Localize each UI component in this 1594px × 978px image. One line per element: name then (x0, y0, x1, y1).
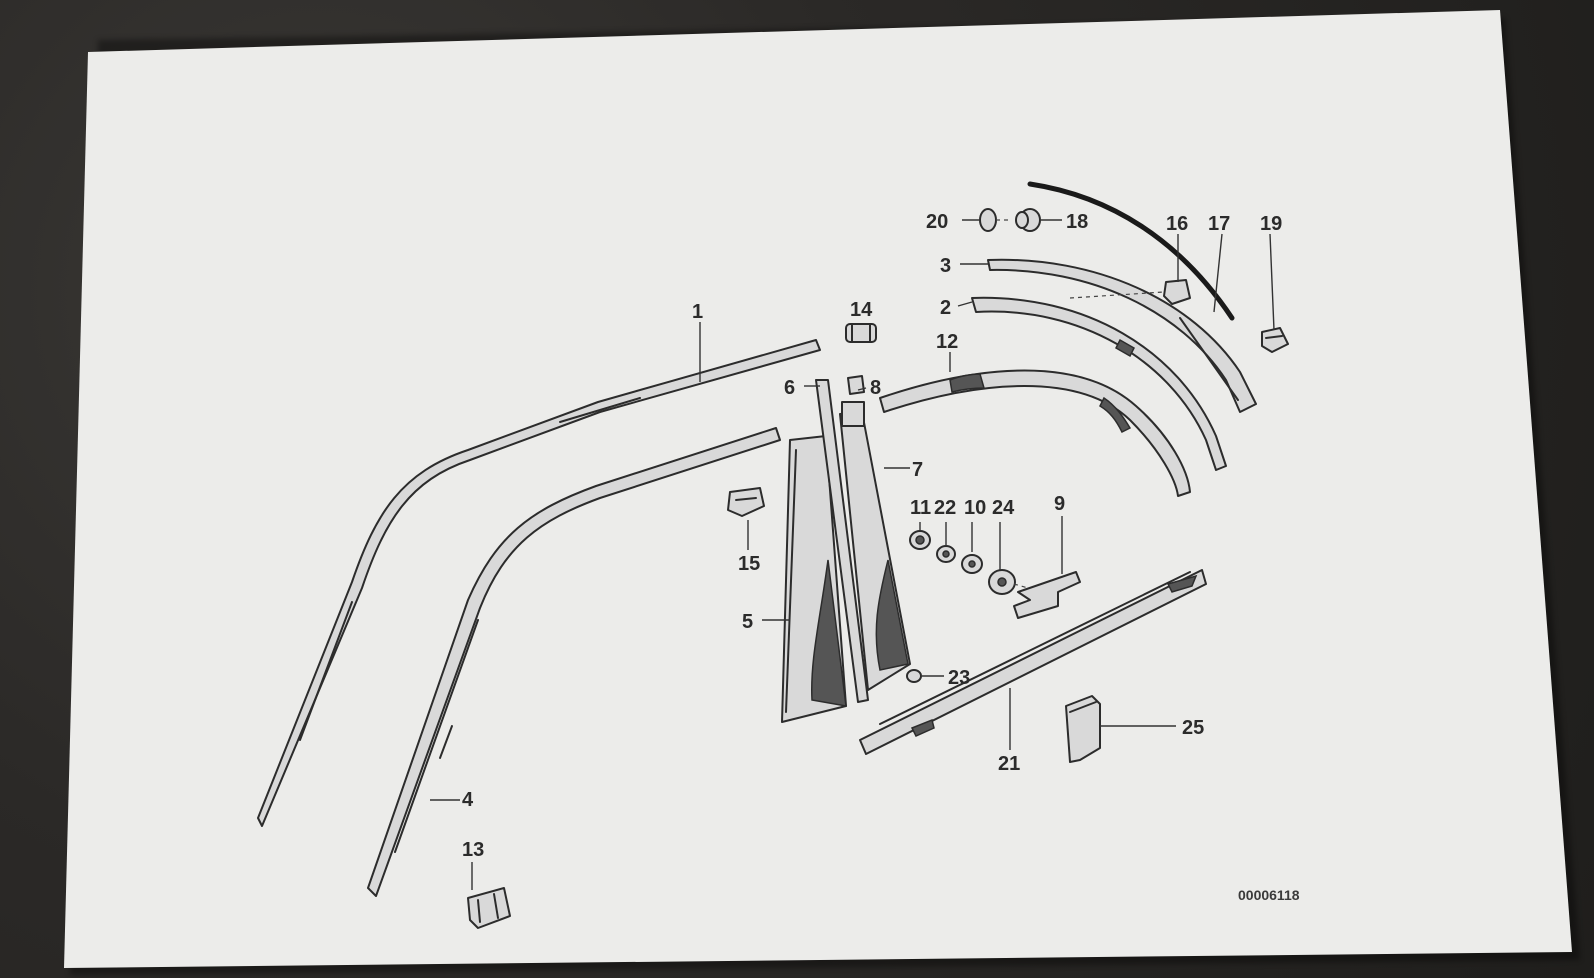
callout-3: 3 (940, 255, 951, 277)
part-25-end-cap (1065, 695, 1101, 763)
part-21-belt-trim (859, 569, 1207, 755)
part-11-bearing (909, 530, 931, 550)
part-17-seal (1027, 181, 1235, 321)
part-16-clip (1069, 279, 1191, 305)
callout-21: 21 (998, 753, 1020, 775)
callout-8: 8 (870, 377, 881, 399)
part-20-nut (979, 208, 997, 232)
callout-19: 19 (1260, 213, 1282, 235)
callout-7: 7 (912, 459, 923, 481)
part-19-screw (1261, 327, 1289, 353)
callout-9: 9 (1054, 493, 1065, 515)
callout-11: 11 (910, 497, 931, 519)
part-23-clip (906, 669, 922, 683)
callout-13: 13 (462, 839, 484, 861)
callout-25: 25 (1182, 717, 1204, 739)
part-15-clip (727, 487, 765, 517)
callout-15: 15 (738, 553, 760, 575)
callout-12: 12 (936, 331, 958, 353)
callout-6: 6 (784, 377, 795, 399)
part-14-clip (845, 323, 877, 343)
part-2-arch (971, 296, 1227, 471)
callout-14: 14 (850, 299, 873, 321)
callout-16: 16 (1166, 213, 1188, 235)
part-9-bracket (1013, 571, 1081, 619)
catalog-number: 00006118 (1238, 887, 1300, 903)
part-12-arch-trim (879, 369, 1191, 497)
part-6-strip (815, 379, 869, 703)
callout-5: 5 (742, 611, 753, 633)
part-3-arch (987, 258, 1257, 413)
part-5-quarter-glass (781, 435, 847, 723)
part-24-washer (988, 569, 1016, 595)
part-18-bolt (996, 208, 1041, 232)
callout-1: 1 (692, 301, 703, 323)
part-1-upper-trim (257, 339, 821, 827)
callout-20: 20 (926, 211, 948, 233)
callout-2: 2 (940, 297, 951, 319)
callout-4: 4 (462, 789, 474, 811)
part-4-lower-trim (367, 427, 781, 897)
part-8-piece (847, 375, 865, 395)
callout-10: 10 (964, 497, 986, 519)
callout-labels: 1 2 3 4 5 6 7 8 9 10 11 12 13 14 15 16 1… (462, 211, 1282, 861)
callout-22: 22 (934, 497, 956, 519)
part-10-washer (961, 554, 983, 574)
part-7-quarter-glass (839, 401, 911, 691)
leader-lines (430, 219, 1275, 890)
part-13-clip (467, 887, 511, 929)
callout-23: 23 (948, 667, 970, 689)
callout-18: 18 (1066, 211, 1088, 233)
part-22-washer (936, 545, 956, 563)
callout-17: 17 (1208, 213, 1230, 235)
callout-24: 24 (992, 497, 1015, 519)
